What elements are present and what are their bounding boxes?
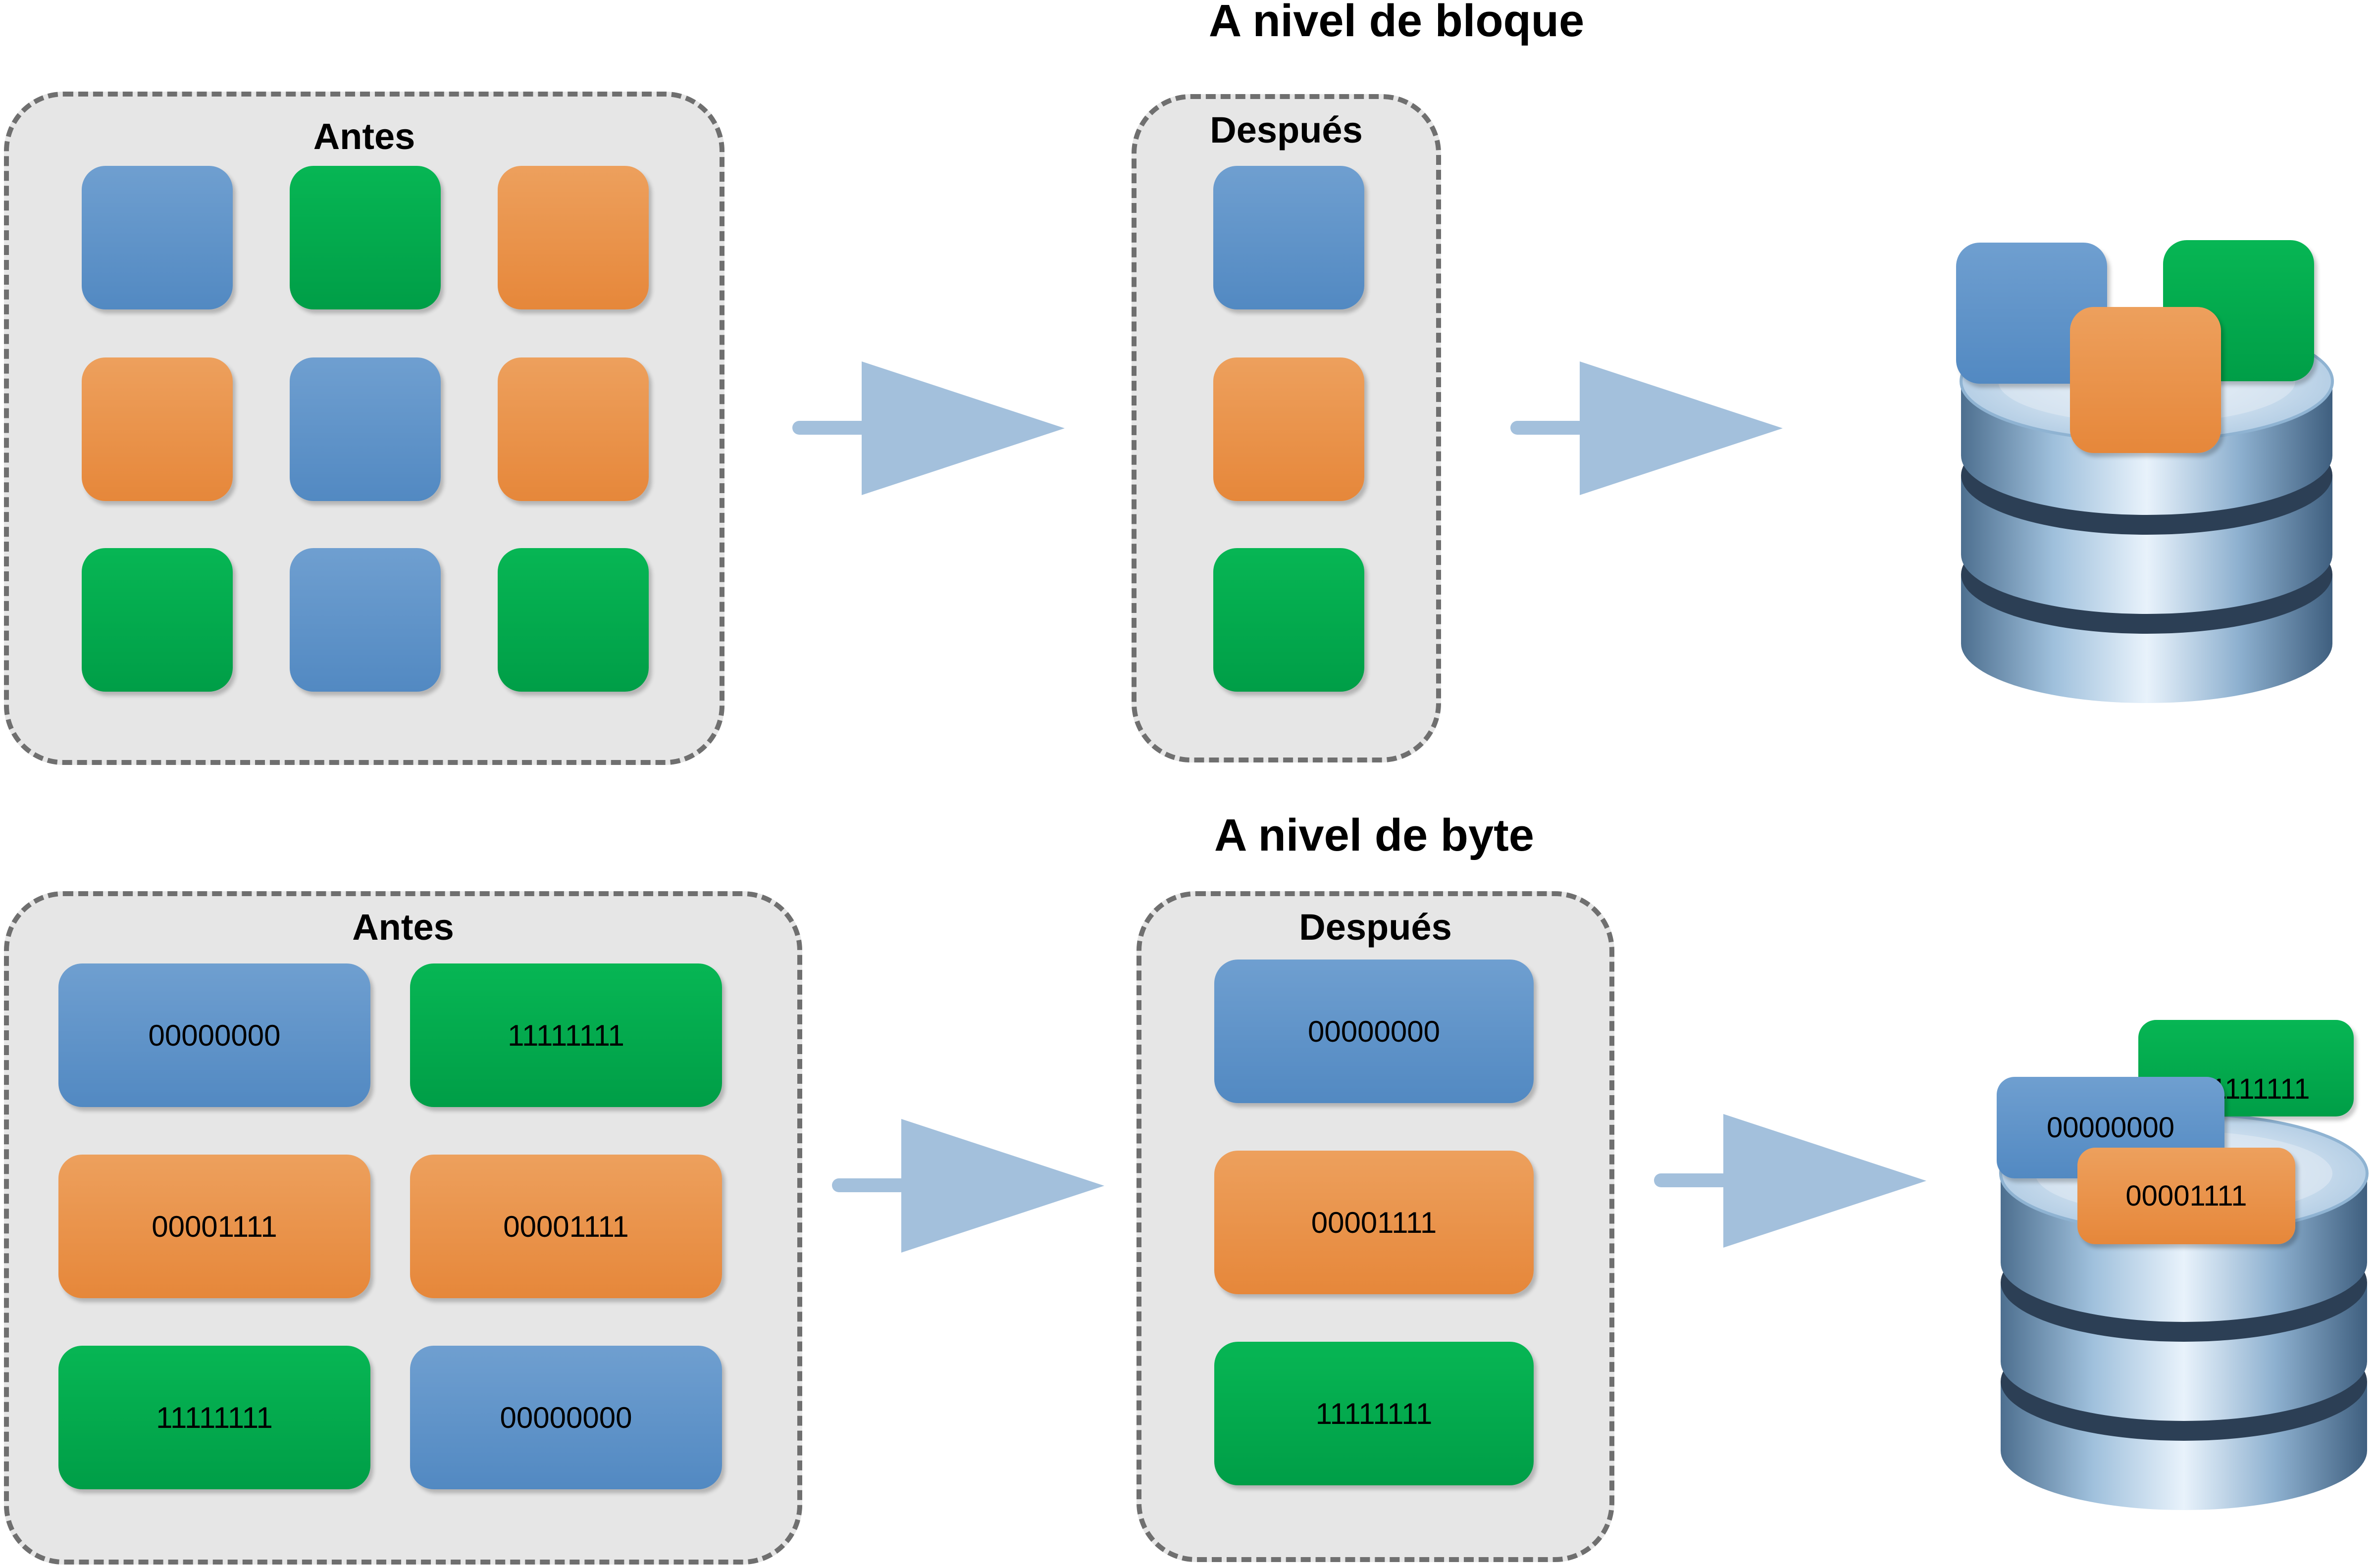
stored-block-orange: [2070, 307, 2221, 453]
byte-block-green: 11111111: [58, 1346, 370, 1489]
block-blue: [1213, 166, 1364, 309]
byte-block-orange: 00001111: [58, 1155, 370, 1298]
arrow-right-icon: [1654, 1114, 1926, 1248]
block-orange: [1213, 357, 1364, 501]
block-green: [290, 166, 441, 309]
byte-level-title: A nivel de byte: [1214, 810, 1534, 860]
arrow-right-icon: [832, 1119, 1104, 1253]
byte-block-green: 11111111: [410, 963, 722, 1107]
block-green: [1213, 548, 1364, 692]
block-orange: [82, 357, 233, 501]
stored-byte-block-orange: 00001111: [2077, 1148, 2295, 1244]
block-green: [498, 548, 649, 692]
arrow-right-icon: [792, 361, 1065, 495]
byte-block-orange: 00001111: [410, 1155, 722, 1298]
block-after-label: Después: [1210, 109, 1363, 151]
byte-block-orange: 00001111: [1214, 1151, 1534, 1294]
byte-block-blue: 00000000: [1214, 960, 1534, 1103]
byte-block-green: 11111111: [1214, 1342, 1534, 1485]
block-blue: [290, 548, 441, 692]
block-orange: [498, 357, 649, 501]
byte-before-label: Antes: [352, 907, 454, 948]
block-level-title: A nivel de bloque: [1208, 0, 1585, 46]
arrow-right-icon: [1510, 361, 1783, 495]
block-blue: [290, 357, 441, 501]
byte-block-blue: 00000000: [410, 1346, 722, 1489]
block-orange: [498, 166, 649, 309]
block-blue: [82, 166, 233, 309]
block-before-label: Antes: [313, 116, 415, 157]
block-green: [82, 548, 233, 692]
byte-after-label: Después: [1299, 907, 1452, 948]
byte-block-blue: 00000000: [58, 963, 370, 1107]
